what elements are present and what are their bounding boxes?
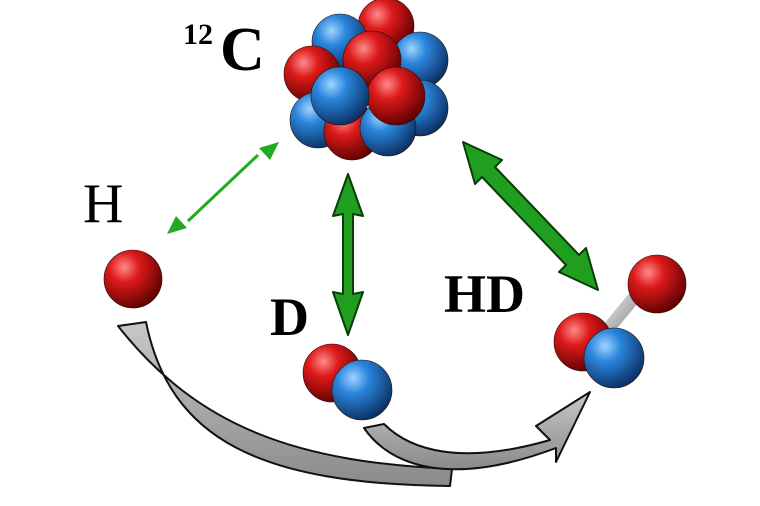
hd-molecule bbox=[553, 254, 687, 389]
deuterium-label: D bbox=[270, 287, 309, 347]
carbon-mass-number: 12 bbox=[183, 18, 213, 51]
flow-arrow-from-h bbox=[117, 321, 453, 487]
arrow-carbon-hydrogen bbox=[167, 142, 279, 234]
hydrogen-nucleus bbox=[103, 249, 163, 309]
carbon-12-nucleus bbox=[283, 0, 449, 161]
arrow-carbon-hd bbox=[462, 141, 599, 291]
flow-arrows bbox=[117, 321, 591, 487]
hydrogen-label: H bbox=[83, 173, 123, 235]
flow-arrow-from-d bbox=[363, 391, 591, 471]
deuterium-nucleus bbox=[302, 343, 393, 421]
hd-label: HD bbox=[444, 264, 525, 324]
arrow-carbon-deuterium bbox=[332, 173, 364, 336]
carbon-symbol: C bbox=[220, 16, 265, 84]
